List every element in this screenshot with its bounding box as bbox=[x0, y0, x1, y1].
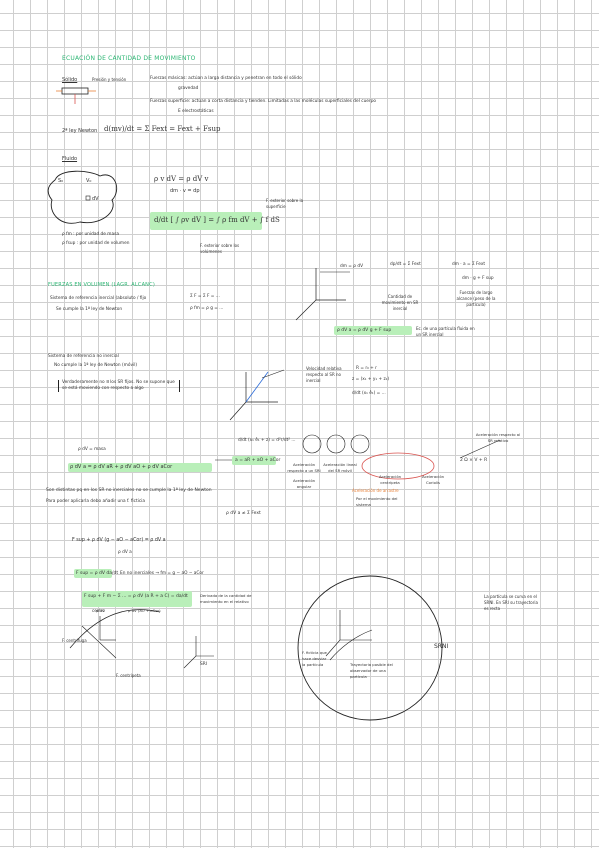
ficticia-eq-1-sub: ρ dV a bbox=[118, 550, 132, 555]
label-centrifuga: F. centrífuga bbox=[62, 638, 87, 643]
label-arrastre-sub: Por el movimiento del sistema bbox=[356, 496, 398, 507]
def-fsup: ρ fsup : por unidad de volumen bbox=[62, 241, 130, 246]
label-arrastre: Aceleración de arrastre bbox=[352, 488, 399, 493]
solido-bullet-1: Fuerzas másicas: actúan a larga distanci… bbox=[150, 76, 302, 81]
label-srni: SRNI bbox=[434, 643, 449, 650]
solido-bullet-2-sub: E electrostáticas bbox=[178, 109, 214, 114]
note-volume-force: F. exterior sobre los volúmenes bbox=[200, 243, 240, 254]
ficticia-eq-3-note: Derivada de la cantidad de movimiento en… bbox=[200, 593, 252, 604]
ficticia-eq-2-note: En no inerciales → fm = g − aO − aCor bbox=[120, 571, 204, 576]
fuerzas-line-2: Se cumple la 1ª ley de Newton bbox=[56, 307, 123, 312]
right-eq-b: dm · a = Σ Fext bbox=[452, 262, 486, 267]
blob-dv-label: dV bbox=[92, 196, 99, 202]
distinct-text-2: Para poder aplicarla debo añadir una f. … bbox=[46, 499, 146, 504]
distinct-text: Son distintas pq en los SR no inerciales… bbox=[46, 488, 212, 493]
noinercial-box: Verdaderamente no ∃ los SR fijos. No se … bbox=[58, 380, 180, 392]
noinercial-line-1: Sistema de referencia no inercial bbox=[48, 354, 119, 359]
eq-r2: z = (x₁ + y₁ + z₁) bbox=[352, 377, 390, 382]
fluido-eq-main: d/dt [ ∫ ρv dV ] = ∫ ρ fm dV + ∫ f dS bbox=[154, 216, 280, 224]
eq-sum-acc: a = aR + aO + aCor bbox=[235, 458, 281, 463]
eq-derivative: d/dt (x₁ ê₁) = ... bbox=[352, 391, 386, 396]
ficticia-eq-3-sub2: ρ dV (aO + aCor) bbox=[128, 608, 161, 613]
label-sri: SRI bbox=[200, 662, 207, 667]
note-particula: Ec. de una partícula fluida en un SR ine… bbox=[416, 326, 475, 337]
section-fuerzas: FUERZAS EN VOLUMEN (LAGR. ALCANC) bbox=[48, 282, 155, 288]
note-largo-alcance: Fuerzas de largo alcance (peso de la par… bbox=[456, 290, 496, 307]
def-fm: ρ fm : por unidad de masa bbox=[62, 232, 119, 237]
solido-bullet-1-sub: gravedad bbox=[178, 86, 199, 91]
newton-equation: d(mv)/dt = Σ Fext = Fext + Fsup bbox=[104, 125, 221, 133]
note-surface-force: F. exterior sobre la superficie bbox=[266, 198, 304, 209]
note-velocidad-relativa: Velocidad relativa respecto al SR no ine… bbox=[306, 366, 342, 383]
eq-mid: d/dt (x₁ ê₁ + z) = d²r/dt² ... bbox=[238, 438, 296, 443]
fluid-control-volume bbox=[47, 170, 118, 224]
ficticia-eq-2: F sup = ρ dV da/dt bbox=[76, 571, 119, 576]
ficticia-eq-1: F sup + ρ dV (g − aO − aCor) = ρ dV a bbox=[72, 538, 166, 543]
dm-equation: dm = ρ dV bbox=[340, 264, 364, 269]
ficticia-eq-3: F sup + F m − Σ ... = ρ dV (a R + a C) =… bbox=[84, 594, 188, 599]
label-acc-relativo: Aceleración respecto al SR relativo bbox=[475, 432, 521, 443]
fuerzas-line-1: Sistema de referencia inercial (absoluto… bbox=[50, 296, 147, 301]
label-centro: centro bbox=[92, 608, 105, 613]
label-acc-coriolis: Aceleración Coriolis bbox=[421, 474, 445, 485]
srni-circle bbox=[297, 575, 443, 721]
blob-volume-label: V₀ bbox=[86, 178, 92, 184]
ficticia-eq-3-sub1: ρ dV bbox=[96, 608, 105, 613]
eq-pdv-2: ρ dV a ≠ Σ Fext bbox=[226, 511, 261, 516]
eq-r: R = r₀ + r bbox=[356, 366, 377, 371]
label-acc-angular: Aceleración angular bbox=[292, 478, 316, 489]
section-fluido: Fluido bbox=[62, 156, 78, 162]
label-acc-lineal: Aceleración lineal del SR móvil bbox=[323, 462, 357, 473]
label-ficticia: F. ficticia que hace desviar la partícul… bbox=[302, 650, 327, 667]
note-cantidad: Cantidad de movimiento en SR inercial bbox=[381, 294, 419, 311]
right-eq-a: dp/dt = Σ Fext bbox=[390, 262, 421, 267]
fuerzas-eq-1: Σ F = Σ F = ... bbox=[190, 294, 220, 299]
fluido-eq-top: ρ v dV = ρ dV v bbox=[154, 175, 209, 183]
right-eq-c: dm · g + F sup bbox=[462, 276, 494, 281]
noinercial-line-2: No cumple la 1ª ley de Newton (móvil) bbox=[54, 363, 138, 368]
label-centripeta: F. centrípeta bbox=[116, 673, 141, 678]
label-acc-sri: Aceleración respecto a un SRI bbox=[287, 462, 321, 473]
page-title: ECUACIÓN DE CANTIDAD DE MOVIMIENTO bbox=[62, 55, 196, 62]
label-trayectoria: Trayectoria posible del observador de un… bbox=[350, 662, 393, 679]
blob-surface-label: S₀ bbox=[58, 178, 64, 184]
eq-coriolis-right: 2 Ω × V + R bbox=[460, 458, 488, 463]
side-note: La partícula se curva en el SRNI. En SRI… bbox=[484, 594, 538, 611]
solido-bullet-2: Fuerzas superficie: actúan a corta dista… bbox=[150, 99, 377, 104]
fluido-eq-dm: dm · v = dp bbox=[170, 188, 200, 194]
label-acc-centripeta: Aceleración centrípeta bbox=[378, 474, 402, 485]
solid-block bbox=[61, 87, 89, 95]
newton-label: 2ª ley Newton bbox=[62, 128, 98, 134]
solido-diagram-note: Presión y tensión bbox=[92, 77, 127, 82]
section-solido: Sólido bbox=[62, 77, 78, 83]
fuerzas-eq-2: ρ fm = ρ g = ... bbox=[190, 306, 224, 311]
eq-pdv: ρ dV a = ρ dV aR + ρ dV aO + ρ dV aCor bbox=[70, 464, 173, 470]
pdm-masa: ρ dV = masa bbox=[78, 447, 106, 452]
right-eq-main: ρ dV a = ρ dV g + F sup bbox=[337, 328, 392, 333]
